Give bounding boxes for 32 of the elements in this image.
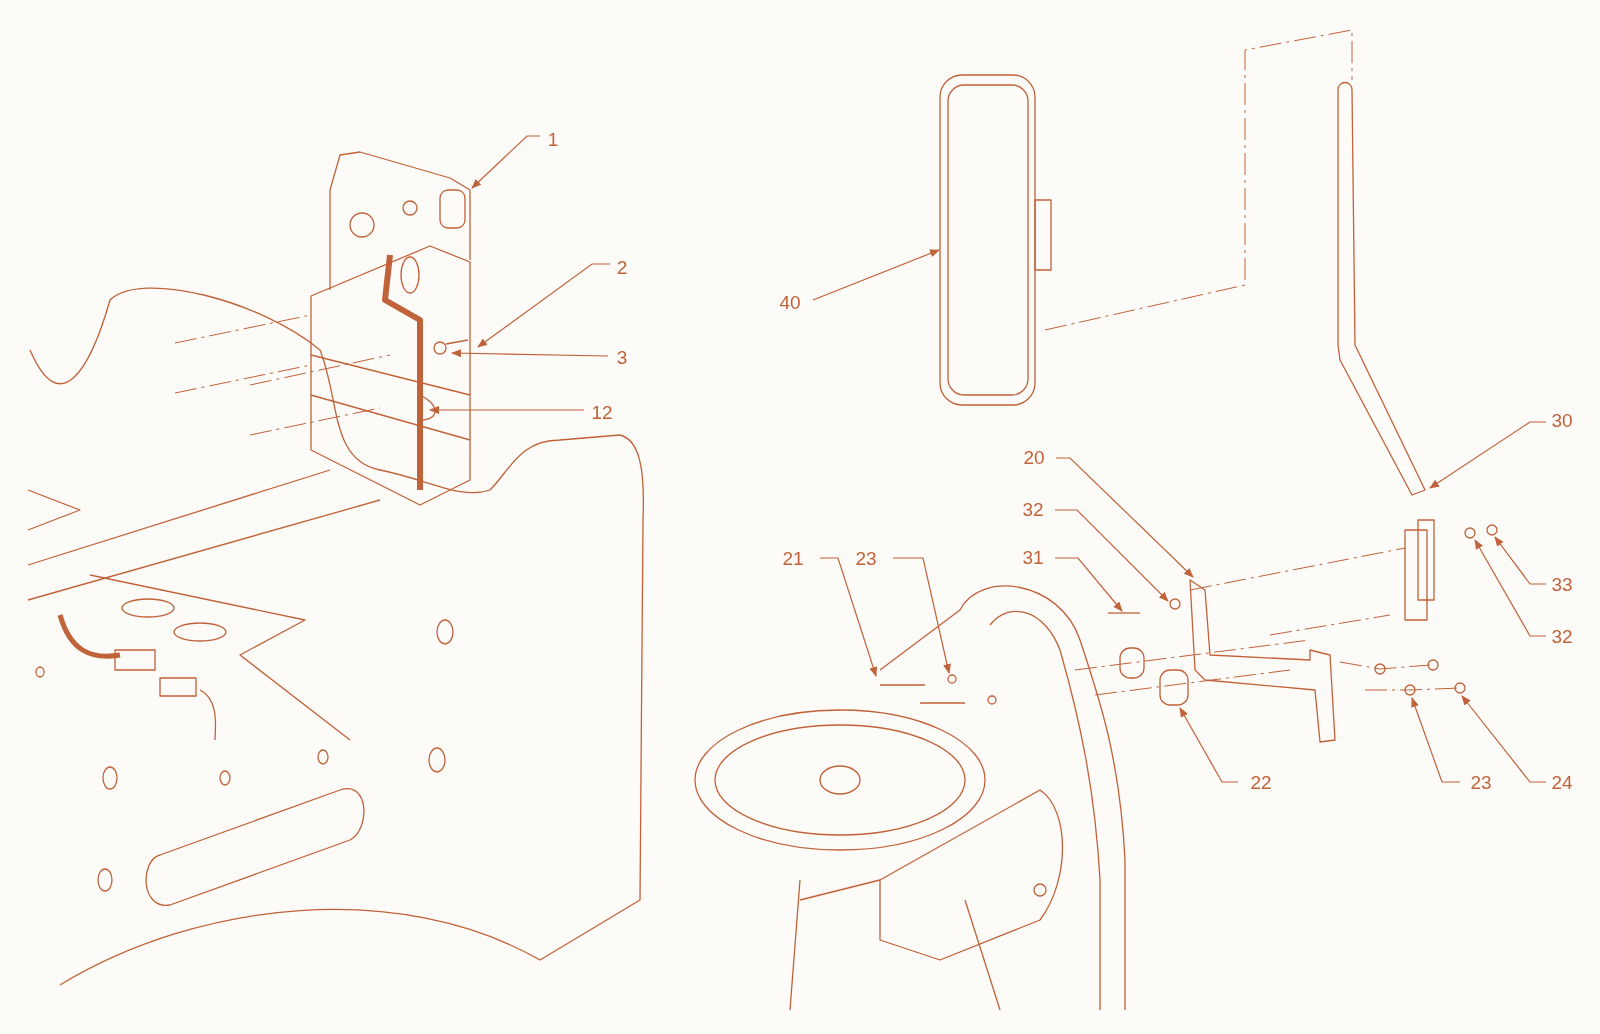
callout-number: 20 [1023,448,1045,468]
leader-line [1179,707,1239,783]
leader-line [429,406,585,414]
callout-number: 32 [1551,627,1573,647]
callout-number: 33 [1551,575,1573,595]
callout-number: 12 [591,403,613,423]
callout-number: 3 [616,348,628,368]
callout-number: 30 [1551,411,1573,431]
leader-line [819,557,878,677]
leader-line [1055,457,1194,578]
leader-line [1054,509,1169,602]
leader-line [477,263,611,348]
leader-line [892,557,951,674]
leader-line [471,135,541,189]
callout-number: 32 [1022,500,1044,520]
callout-number: 23 [855,549,877,569]
callout-number: 21 [782,549,804,569]
callout-number: 31 [1022,548,1044,568]
leader-line [1429,421,1547,489]
leader-line [451,349,609,358]
leader-line [1494,536,1547,585]
leader-line [1054,557,1123,612]
leader-line [1461,695,1547,783]
callout-number: 1 [547,130,559,150]
callout-number: 23 [1470,773,1492,793]
leader-line [1411,697,1461,783]
callout-number: 22 [1250,773,1272,793]
leader-line [1474,539,1547,637]
callout-number: 2 [616,258,628,278]
callout-number: 24 [1551,773,1573,793]
callout-number: 40 [779,293,801,313]
leader-line [812,249,940,301]
